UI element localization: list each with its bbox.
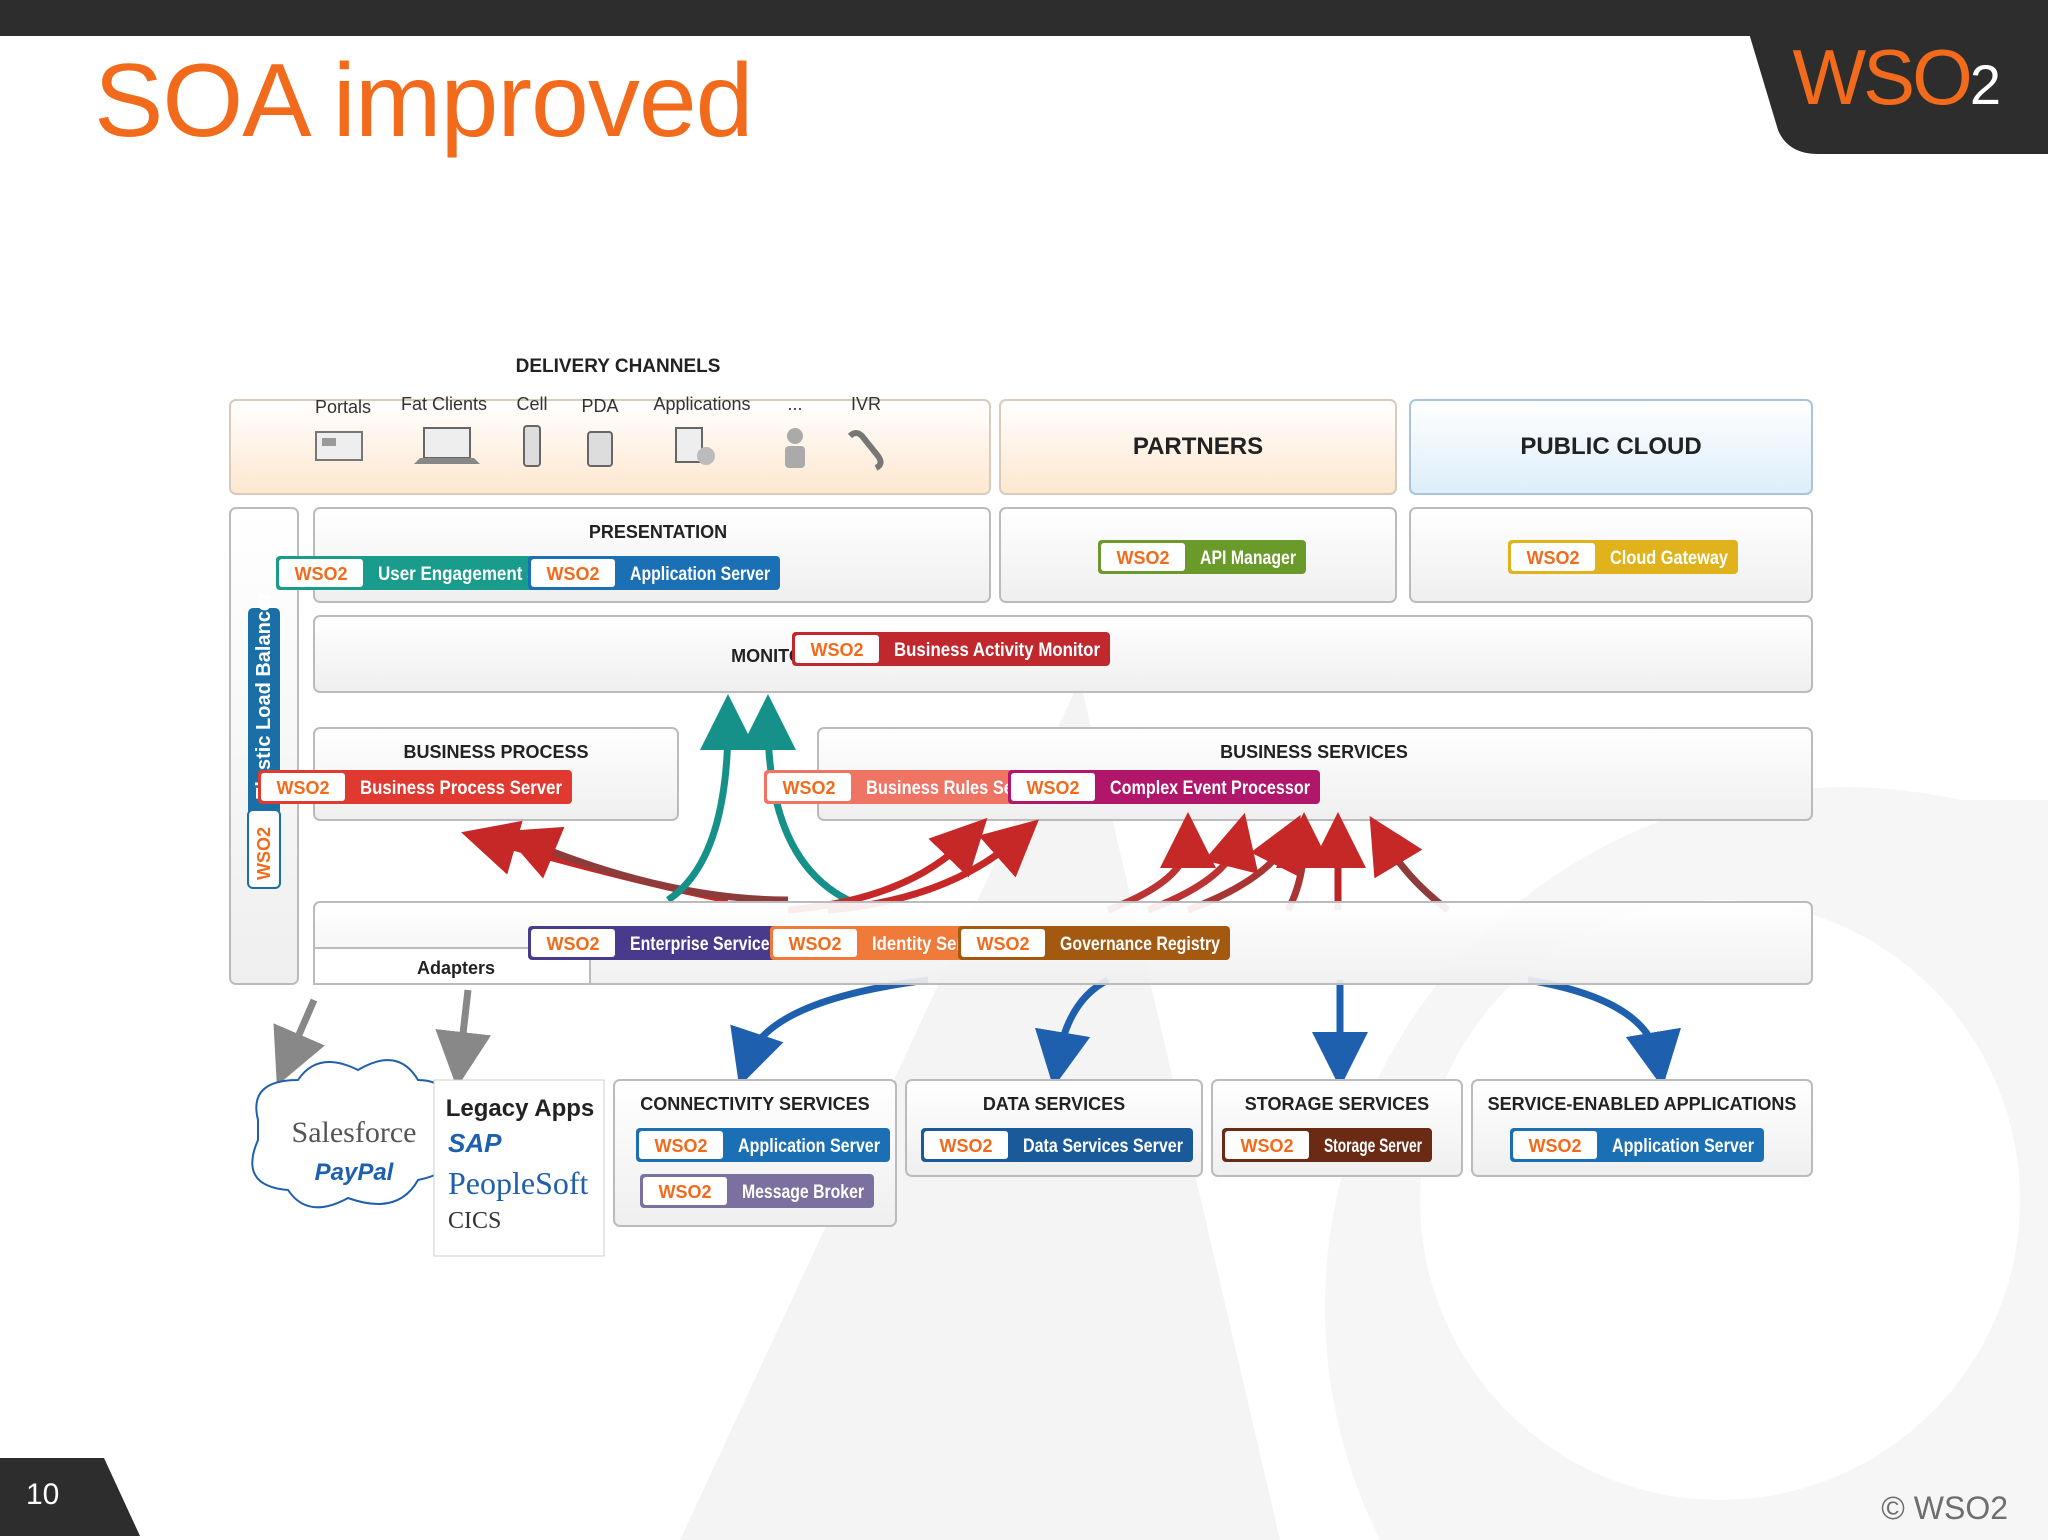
wso2-badge-icon: WSO2 [782,778,835,798]
product-badge: WSO2 Application Server [636,1128,890,1162]
soa-architecture-diagram: DELIVERY CHANNELS Portals Fat Clients Ce… [229,356,1813,1257]
logo-tab [1748,30,2048,154]
partners-box: PARTNERS [999,399,1397,495]
cell-phone-icon [523,425,541,467]
channel-fat-clients: Fat Clients [401,394,487,414]
sap-logo: SAP [448,1128,502,1158]
svg-text:PARTNERS: PARTNERS [1133,433,1263,460]
delivery-channels-title: DELIVERY CHANNELS [516,356,721,377]
product-badge: WSO2 Data Services Server [921,1128,1193,1162]
product-badge-label: Business Rules Server [866,778,1045,799]
product-badge-label: Complex Event Processor [1110,778,1311,799]
channel-ellipsis: ... [787,394,802,414]
delivery-channels-box: DELIVERY CHANNELS Portals Fat Clients Ce… [229,356,991,495]
product-badge: WSO2 Enterprise Service Bus [528,926,814,960]
channel-cell: Cell [516,394,547,414]
cloud-apps: Salesforce PayPal [251,1059,456,1209]
svg-text:WSO2: WSO2 [254,827,274,880]
legacy-apps-box: Legacy Apps SAP PeopleSoft CICS [433,1079,605,1257]
applications-icon [675,427,715,465]
paypal-logo: PayPal [315,1159,395,1186]
product-badge-label: Application Server [630,564,770,585]
svg-text:Legacy Apps: Legacy Apps [446,1095,595,1122]
pda-icon [587,431,613,467]
adapters-label: Adapters [417,958,495,978]
product-badge: WSO2 Business Process Server [258,770,572,804]
channel-pda: PDA [581,396,618,416]
channel-portals: Portals [315,397,371,417]
product-badge-label: Storage Server [1324,1136,1422,1157]
person-icon [785,428,805,468]
product-badge: WSO2 Application Server [1510,1128,1764,1162]
product-badge: WSO2 Application Server [528,556,780,590]
svg-text:SERVICE-ENABLED APPLICATIONS: SERVICE-ENABLED APPLICATIONS [1488,1094,1797,1114]
wso2-badge-icon: WSO2 [1116,548,1169,568]
product-badge: WSO2 Storage Server [1222,1128,1432,1162]
product-badge: WSO2 Business Rules Server [764,770,1054,804]
wso2-badge-icon: WSO2 [654,1136,707,1156]
product-badge-label: Message Broker [742,1182,865,1203]
product-badge: WSO2 Business Activity Monitor [792,632,1110,666]
copyright: © WSO2 [1881,1490,2008,1526]
wso2-badge-icon: WSO2 [276,778,329,798]
public-cloud-box: PUBLIC CLOUD [1409,399,1813,495]
wso2-badge-icon: WSO2 [1528,1136,1581,1156]
product-badge-label: Data Services Server [1023,1136,1184,1157]
wso2-badge-icon: WSO2 [546,564,599,584]
channel-ivr: IVR [851,394,881,414]
wso2-logo: WSO2 [1792,33,2002,121]
wso2-badge-icon: WSO2 [976,934,1029,954]
svg-text:Elastic Load Balancer: Elastic Load Balancer [253,592,275,800]
wso2-badge-icon: WSO2 [810,640,863,660]
product-badge-label: Application Server [738,1136,881,1157]
svg-text:DATA SERVICES: DATA SERVICES [983,1094,1125,1114]
svg-text:STORAGE SERVICES: STORAGE SERVICES [1245,1094,1429,1114]
laptop-icon [414,427,480,464]
product-badge: WSO2 Message Broker [640,1174,874,1208]
svg-text:CONNECTIVITY SERVICES: CONNECTIVITY SERVICES [640,1094,869,1114]
flow-arrows [273,694,1681,1088]
wso2-badge-icon: WSO2 [546,934,599,954]
product-badge-label: Enterprise Service Bus [630,934,804,955]
portal-icon [315,431,363,461]
peoplesoft-logo: PeopleSoft [448,1165,589,1201]
svg-text:BUSINESS PROCESS: BUSINESS PROCESS [403,742,588,762]
channel-applications: Applications [653,394,750,414]
wso2-badge-icon: WSO2 [939,1136,992,1156]
page-number-tab [0,1458,140,1536]
product-badge-label: Business Activity Monitor [894,640,1101,661]
slide-title: SOA improved [94,43,754,159]
product-badge: WSO2 API Manager [1098,540,1306,574]
wso2-badge-icon: WSO2 [658,1182,711,1202]
wso2-badge-icon: WSO2 [1026,778,1079,798]
svg-text:BUSINESS SERVICES: BUSINESS SERVICES [1220,742,1408,762]
top-bar [0,0,2048,36]
wso2-badge-icon: WSO2 [1526,548,1579,568]
wso2-badge-icon: WSO2 [294,564,347,584]
cics-logo: CICS [448,1208,501,1234]
wso2-badge-icon: WSO2 [1240,1136,1293,1156]
wso2-badge-icon: WSO2 [788,934,841,954]
product-badge-label: Application Server [1612,1136,1755,1157]
salesforce-logo: Salesforce [292,1116,417,1149]
elastic-load-balancer-panel: Elastic Load Balancer WSO2 [229,507,299,985]
product-badge-label: Governance Registry [1060,934,1220,955]
product-badge-label: Business Process Server [360,778,563,799]
product-badge: WSO2 Complex Event Processor [1008,770,1320,804]
product-badge: WSO2 Governance Registry [958,926,1230,960]
product-badge: WSO2 Cloud Gateway [1508,540,1738,574]
product-badge-label: API Manager [1200,548,1296,569]
phone-handset-icon [847,430,884,471]
product-badge-label: Cloud Gateway [1610,548,1728,569]
svg-text:PUBLIC CLOUD: PUBLIC CLOUD [1520,433,1701,460]
page-number: 10 [26,1478,60,1511]
svg-text:PRESENTATION: PRESENTATION [589,522,727,542]
